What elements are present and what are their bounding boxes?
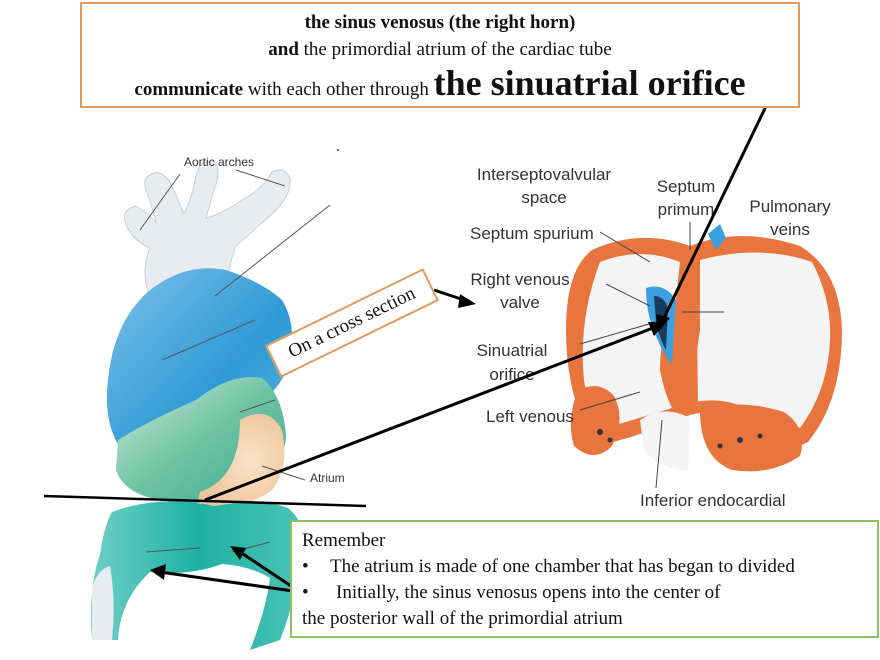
title-line-3-big: the sinuatrial orifice (433, 63, 746, 103)
septum-primum-shape (684, 248, 698, 412)
lower-left-cushion-shape (570, 386, 620, 455)
remember-bullet-2-cont: the posterior wall of the primordial atr… (302, 608, 623, 629)
label-right-venous-1: Right venous (470, 270, 569, 289)
title-line-2: and the primordial atrium of the cardiac… (82, 39, 798, 61)
label-septum-primum-1: Septum (657, 177, 716, 196)
central-cushion-shape (640, 411, 690, 470)
label-left-venous: Left venous (486, 407, 574, 426)
label-septum-primum-2: primum (658, 200, 715, 219)
cross-section-illustration: Interseptovalvular space Septum primum P… (470, 165, 842, 510)
aortic-arches-shape (123, 160, 291, 301)
atrium-shape (198, 413, 285, 508)
title-box: the sinus venosus (the right horn) and t… (80, 2, 800, 108)
remember-bullet-1: The atrium is made of one chamber that h… (302, 554, 867, 580)
arrow-cross-section (433, 288, 465, 302)
cut-plane-line (43, 494, 367, 508)
title-line-2-bold: and (268, 39, 299, 60)
arrow-title-to-orifice (660, 97, 772, 323)
sinus-horn-left-shape (92, 566, 114, 640)
label-inferior-endocardial: Inferior endocardial (640, 491, 786, 510)
title-line-2-rest: the primordial atrium of the cardiac tub… (298, 39, 612, 60)
label-interseptovalvular-2: space (521, 188, 566, 207)
label-pulmonary-1: Pulmonary (749, 197, 831, 216)
remember-bullet-2-text: Initially, the sinus venosus opens into … (336, 582, 721, 603)
title-line-3-bold: communicate (134, 79, 244, 100)
remember-box: Remember The atrium is made of one chamb… (290, 520, 879, 638)
pulmonary-vein-shape (708, 224, 726, 250)
label-septum-spurium: Septum spurium (470, 224, 594, 243)
label-aortic-arches: Aortic arches (184, 155, 254, 169)
title-line-3: communicate with each other through the … (82, 62, 798, 104)
title-line-3-rest: with each other through (243, 79, 434, 100)
sinus-venosus-shape (91, 501, 304, 650)
remember-heading: Remember (302, 530, 386, 551)
heart-tube-illustration: Aortic arches Atrium (91, 155, 345, 650)
label-interseptovalvular-1: Interseptovalvular (477, 165, 612, 184)
label-right-venous-2: valve (500, 293, 540, 312)
lower-right-cushion-shape (700, 404, 802, 472)
arrow-atrium-to-orifice (204, 324, 659, 502)
title-line-1: the sinus venosus (the right horn) (304, 12, 576, 33)
label-sinuatrial-1: Sinuatrial (477, 341, 548, 360)
left-atrium-cavity-shape (690, 252, 831, 428)
label-atrium: Atrium (310, 471, 345, 485)
remember-bullet-2: Initially, the sinus venosus opens into … (302, 580, 867, 606)
label-pulmonary-2: veins (770, 220, 810, 239)
annotation-arrows (43, 97, 772, 594)
bulbus-cordis-shape (106, 268, 293, 462)
arrow-remember-to-sinus-2 (159, 570, 301, 594)
